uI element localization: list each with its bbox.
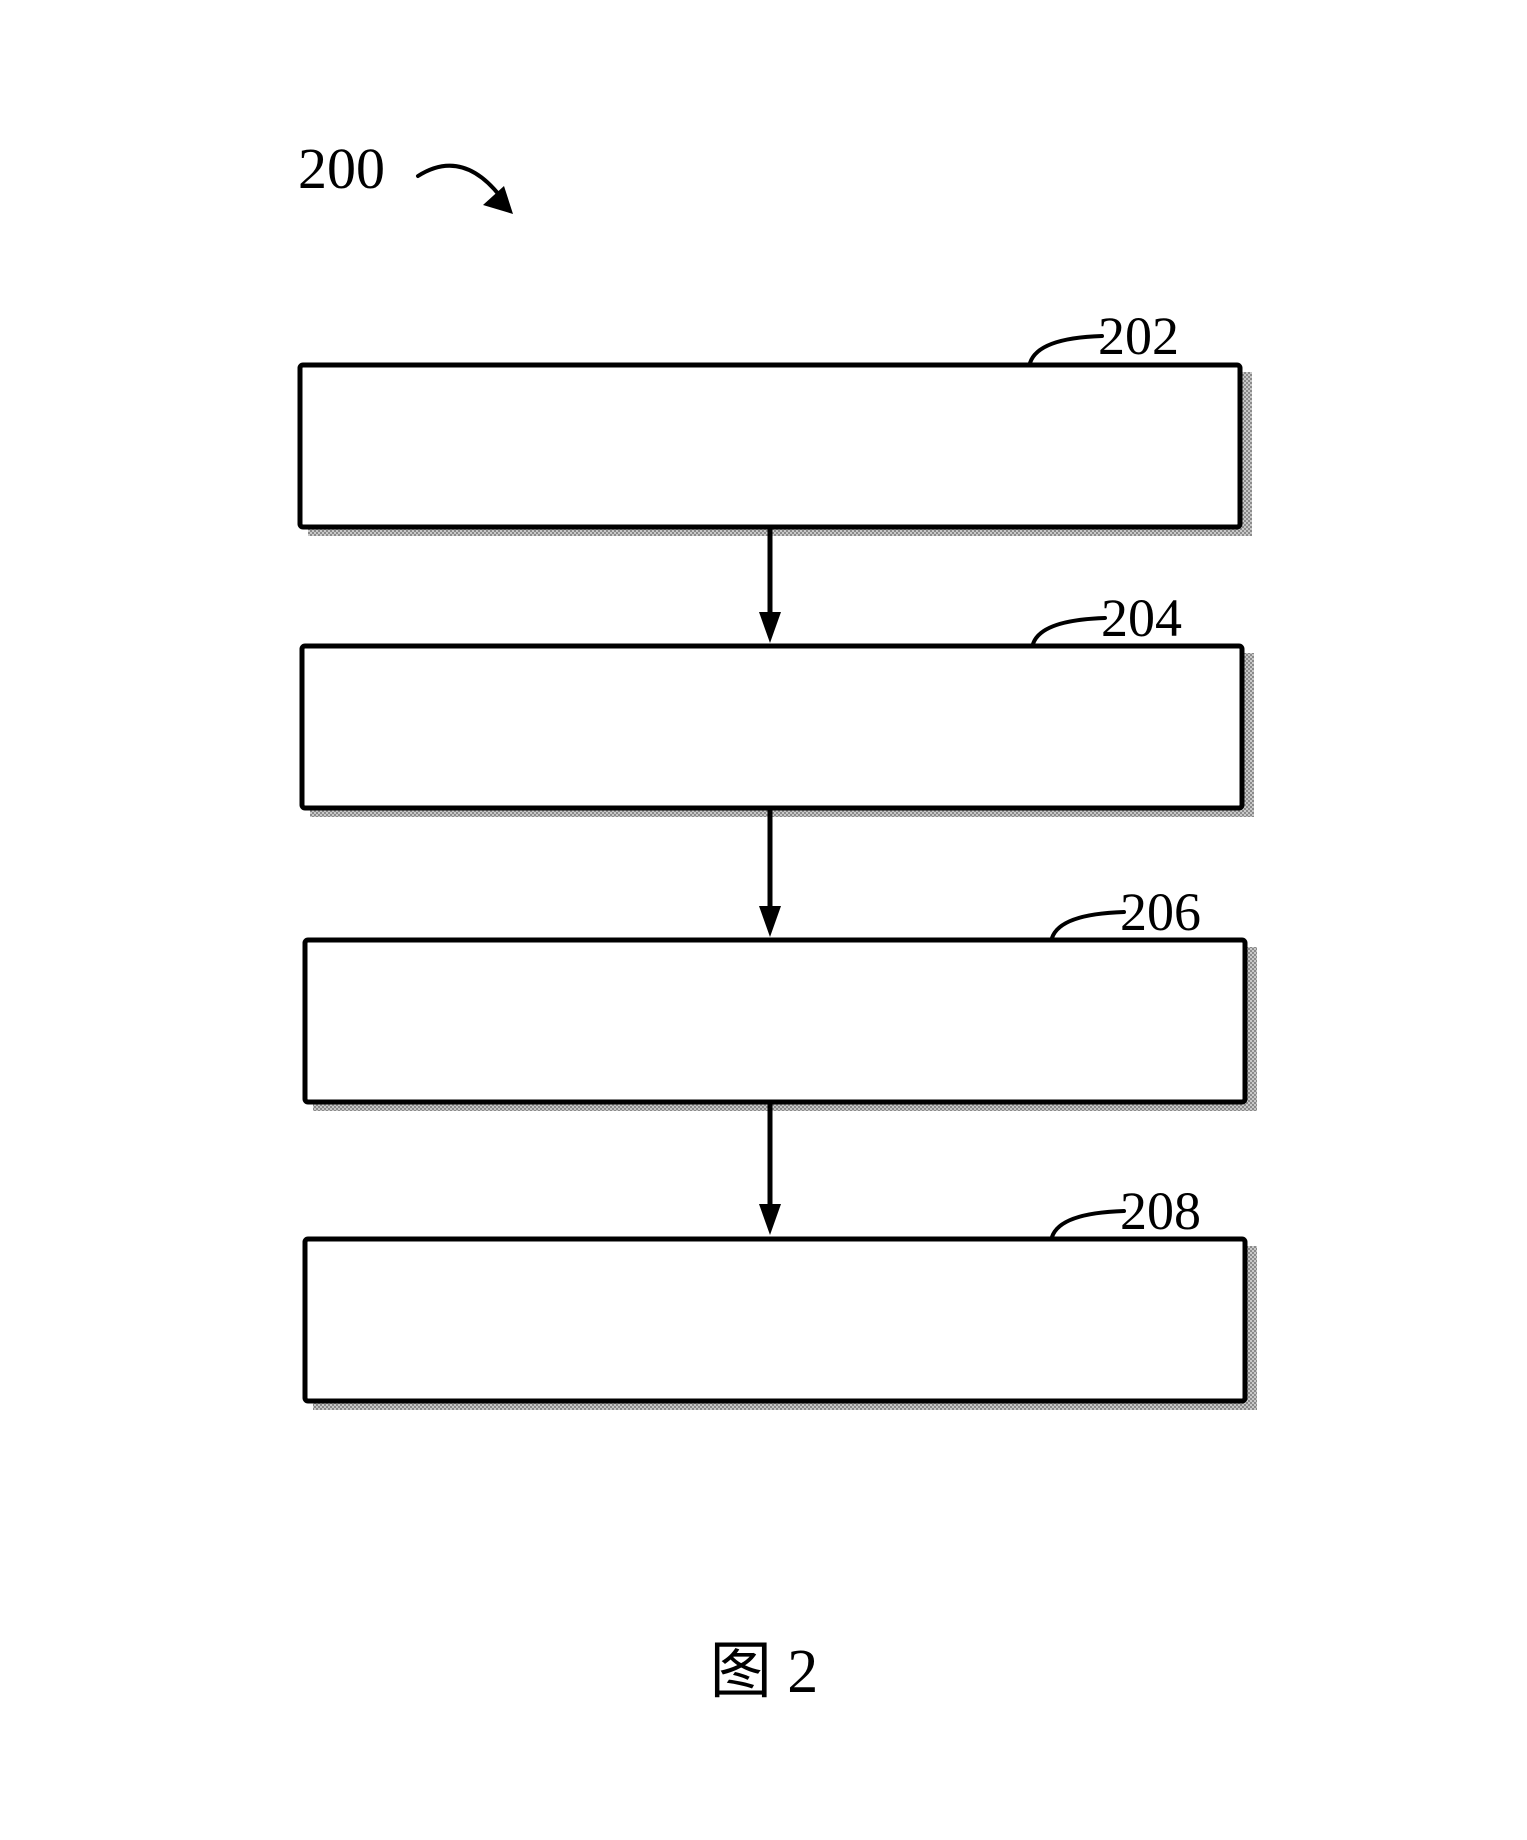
step-box-204: 204 — [299, 588, 1254, 817]
figure-reference-number: 200 — [298, 136, 385, 201]
step-box-202: 202 — [297, 306, 1252, 536]
step-box-frame — [302, 937, 1248, 1105]
step-leader-line — [1031, 616, 1107, 646]
step-leader-line — [1050, 910, 1126, 940]
step-leader-line — [1028, 334, 1104, 365]
flow-arrow-206-208 — [759, 1102, 781, 1235]
step-label-208: 208 — [1120, 1181, 1201, 1241]
step-leader-line — [1050, 1209, 1126, 1239]
step-box-208: 208 — [302, 1181, 1257, 1410]
step-label-202: 202 — [1098, 306, 1179, 366]
step-label-206: 206 — [1120, 882, 1201, 942]
figure-pointer-arrow-curve — [416, 163, 502, 198]
flow-arrow-204-206 — [759, 808, 781, 937]
figure-pointer-arrow-head — [483, 186, 513, 214]
flow-arrow-202-204 — [759, 527, 781, 643]
step-box-206: 206 — [302, 882, 1257, 1111]
step-box-frame — [297, 362, 1243, 530]
figure-caption: 图 2 — [710, 1638, 819, 1706]
step-box-frame — [299, 643, 1245, 811]
step-box-frame — [302, 1236, 1248, 1404]
step-label-204: 204 — [1101, 588, 1182, 648]
